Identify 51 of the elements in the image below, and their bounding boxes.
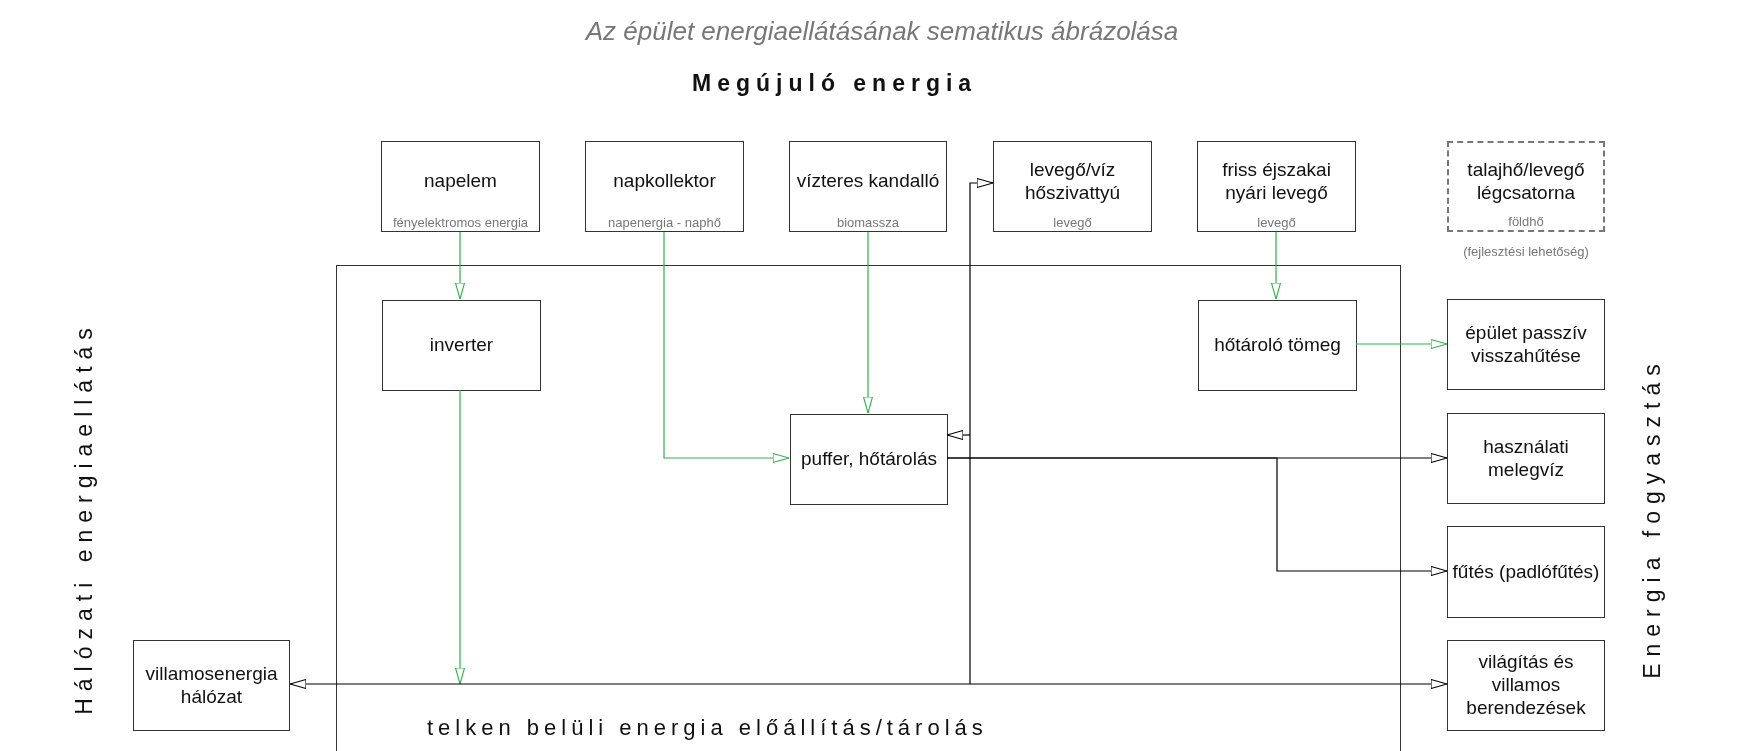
energy-type-label: levegő <box>1256 215 1297 230</box>
energy-type-label: fényelektromos energia <box>391 215 530 230</box>
process-box <box>790 414 948 505</box>
energy-type-label: földhő <box>1507 214 1545 229</box>
box-label: villamosenergia hálózat <box>144 662 279 709</box>
energy-box <box>585 141 744 232</box>
energy-box <box>133 640 290 731</box>
arrow <box>289 678 1448 690</box>
region-box <box>336 265 1401 751</box>
energy-box <box>1447 526 1605 618</box>
box-label: napelem <box>423 170 498 193</box>
energy-type-label: biomassza <box>835 215 901 230</box>
energy-box <box>1447 299 1605 390</box>
arrow <box>1270 231 1282 300</box>
arrow <box>663 231 790 464</box>
diagram-title: Az épület energiaellátásának sematikus ábrázolása <box>583 16 1180 47</box>
energy-box <box>1447 640 1605 731</box>
energy-box <box>789 141 947 232</box>
process-box <box>382 300 541 391</box>
energy-box <box>381 141 540 232</box>
box-label: hőtároló tömeg <box>1213 334 1342 357</box>
arrow <box>969 177 994 685</box>
section-label: Energia fogyasztás <box>1638 357 1666 679</box>
energy-box <box>1447 141 1605 232</box>
energy-type-label: napenergia - naphő <box>607 215 722 230</box>
box-label: használati melegvíz <box>1482 435 1570 482</box>
box-label: inverter <box>428 334 495 357</box>
arrow <box>862 231 874 414</box>
energy-type-label: levegő <box>1052 215 1093 230</box>
note-label: (fejlesztési lehetőség) <box>1463 244 1589 259</box>
arrow <box>454 231 466 300</box>
box-label: levegő/víz hőszivattyú <box>1023 158 1121 205</box>
energy-box <box>1447 413 1605 504</box>
section-label: Hálózati energiaellátás <box>70 321 98 715</box>
box-label: fűtés (padlófűtés) <box>1451 560 1601 584</box>
box-label: napkollektor <box>612 170 717 193</box>
box-label: világítás és villamos berendezések <box>1465 651 1587 720</box>
box-label: épület passzív visszahűtése <box>1464 321 1588 368</box>
box-label: talajhő/levegő légcsatorna <box>1466 158 1586 205</box>
region-label: telken belüli energia előállítás/tárolás <box>427 715 988 741</box>
energy-box <box>1197 141 1356 232</box>
arrow <box>454 389 466 685</box>
section-heading: Megújuló energia <box>692 70 978 97</box>
arrow <box>946 457 1448 577</box>
box-label: puffer, hőtárolás <box>800 448 938 471</box>
box-label: vízteres kandalló <box>795 170 941 193</box>
box-label: friss éjszakai nyári levegő <box>1221 158 1332 205</box>
energy-box <box>993 141 1152 232</box>
arrow <box>1355 338 1448 350</box>
process-box <box>1198 300 1357 391</box>
arrow <box>946 429 971 441</box>
